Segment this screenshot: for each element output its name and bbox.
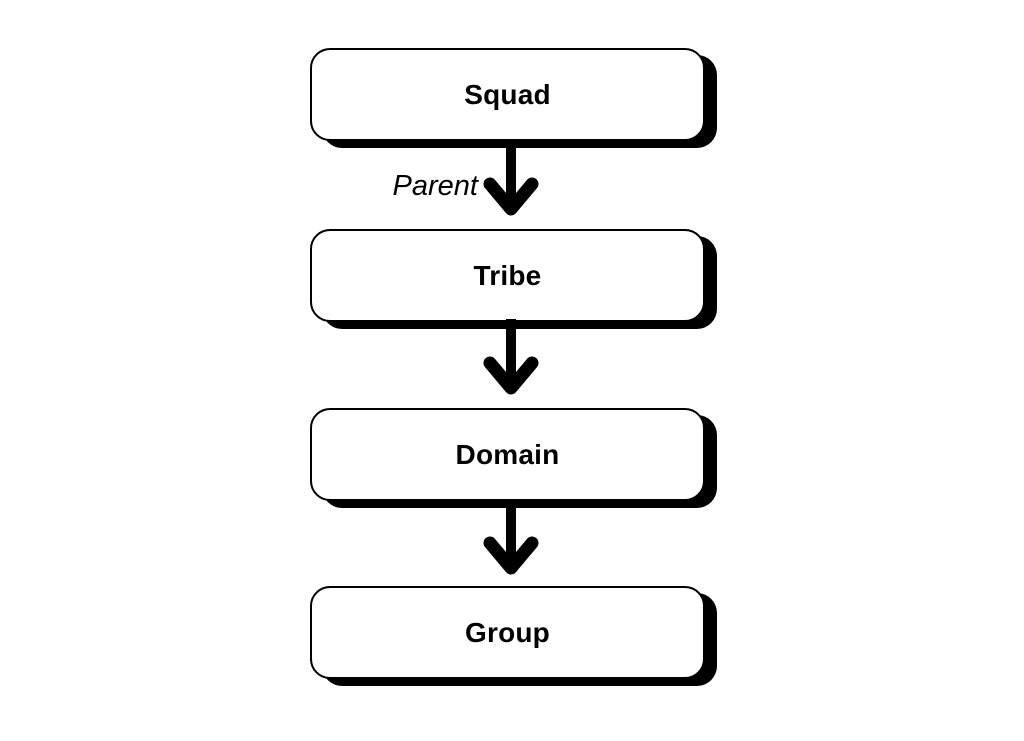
- connector-domain-group: [479, 499, 543, 577]
- arrow-down-icon: [483, 140, 539, 216]
- node-group: Group: [310, 586, 705, 679]
- arrow-down-icon: [483, 319, 539, 395]
- connector-tribe-domain: [479, 319, 543, 397]
- node-squad: Squad: [310, 48, 705, 141]
- node-tribe-label: Tribe: [473, 259, 542, 291]
- node-tribe: Tribe: [310, 229, 705, 322]
- edge-parent-label: Parent: [392, 170, 478, 202]
- node-squad-label: Squad: [464, 78, 551, 110]
- node-domain-label: Domain: [455, 438, 560, 470]
- connector-squad-tribe: [479, 140, 543, 218]
- node-domain: Domain: [310, 408, 705, 501]
- node-group-label: Group: [465, 616, 550, 648]
- arrow-down-icon: [483, 499, 539, 575]
